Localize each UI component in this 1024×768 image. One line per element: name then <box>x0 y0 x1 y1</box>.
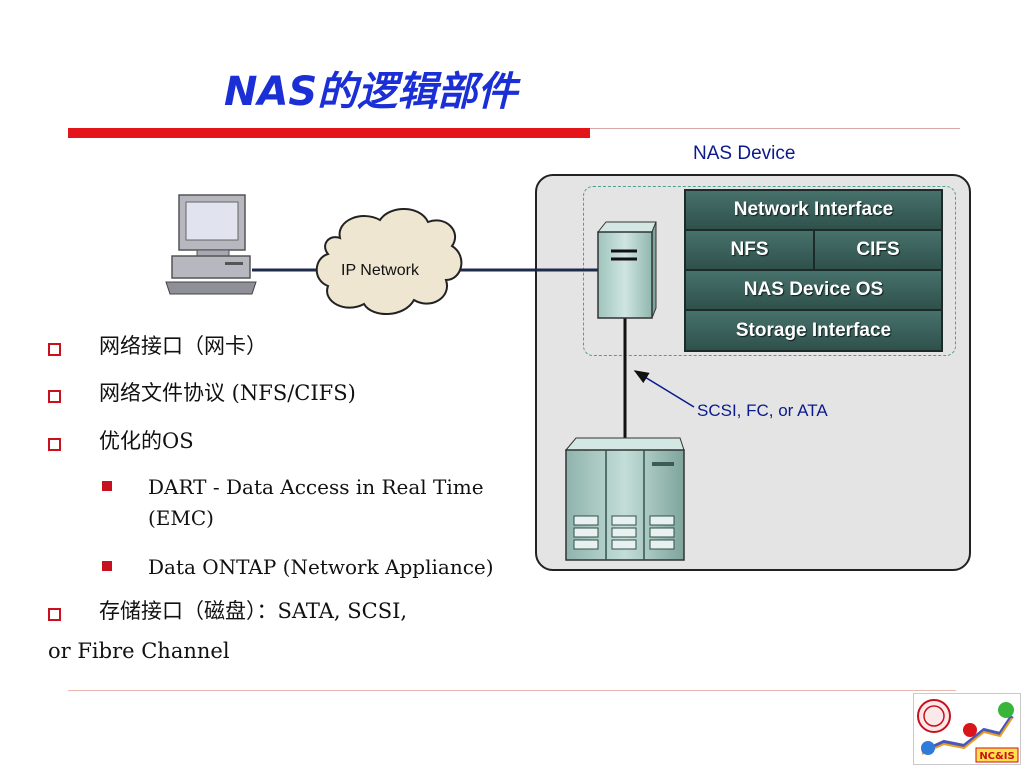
square-filled-bullet-icon <box>102 561 112 571</box>
bullet-item: 网络接口（网卡） <box>48 336 267 357</box>
sub-bullet-text: Data ONTAP (Network Appliance) <box>148 555 494 579</box>
stack-network-interface: Network Interface <box>685 190 942 230</box>
title-underline-bar <box>68 128 590 138</box>
bullet-item: 优化的OS <box>48 431 194 452</box>
square-filled-bullet-icon <box>102 481 112 491</box>
square-outline-bullet-icon <box>48 390 61 403</box>
square-outline-bullet-icon <box>48 343 61 356</box>
bullet-text: 存储接口（磁盘）：SATA, SCSI, <box>99 599 408 623</box>
storage-array-icon-front <box>564 437 685 561</box>
bullet-text: 优化的OS <box>99 429 194 453</box>
ip-network-cloud-icon <box>315 208 463 316</box>
logo-text: NC&IS <box>979 751 1014 762</box>
sub-bullet-item: DART - Data Access in Real Time (EMC) <box>102 475 484 531</box>
sub-bullet-item: Data ONTAP (Network Appliance) <box>102 555 494 580</box>
nas-protocol-stack: Network Interface NFS CIFS NAS Device OS… <box>684 189 943 352</box>
bullet-item: 网络文件协议 (NFS/CIFS) <box>48 383 356 404</box>
stack-cifs: CIFS <box>814 230 942 270</box>
square-outline-bullet-icon <box>48 438 61 451</box>
ncis-logo: NC&IS <box>913 693 1021 765</box>
bullet-item: 存储接口（磁盘）：SATA, SCSI, or Fibre Channel <box>48 601 407 662</box>
sub-bullet-text: DART - Data Access in Real Time <box>148 475 484 499</box>
bullet-text-continued: or Fibre Channel <box>48 639 230 663</box>
stack-nas-device-os: NAS Device OS <box>685 270 942 310</box>
stack-nfs: NFS <box>685 230 814 270</box>
nas-device-label: NAS Device <box>693 143 796 164</box>
square-outline-bullet-icon <box>48 608 61 621</box>
title-underline-line <box>590 128 960 129</box>
footer-divider <box>68 690 956 691</box>
logo-graphic: NC&IS <box>917 699 1019 763</box>
bullet-text: 网络接口（网卡） <box>99 334 267 358</box>
slide-title: NAS的逻辑部件 <box>224 69 518 115</box>
connection-label: SCSI, FC, or ATA <box>697 401 828 420</box>
sub-bullet-text-continued: (EMC) <box>148 506 214 530</box>
stack-storage-interface: Storage Interface <box>685 310 942 351</box>
ip-network-label: IP Network <box>341 262 419 279</box>
client-computer-icon <box>165 194 257 295</box>
nas-head-server-icon-front <box>596 221 657 319</box>
bullet-text: 网络文件协议 (NFS/CIFS) <box>99 381 356 405</box>
